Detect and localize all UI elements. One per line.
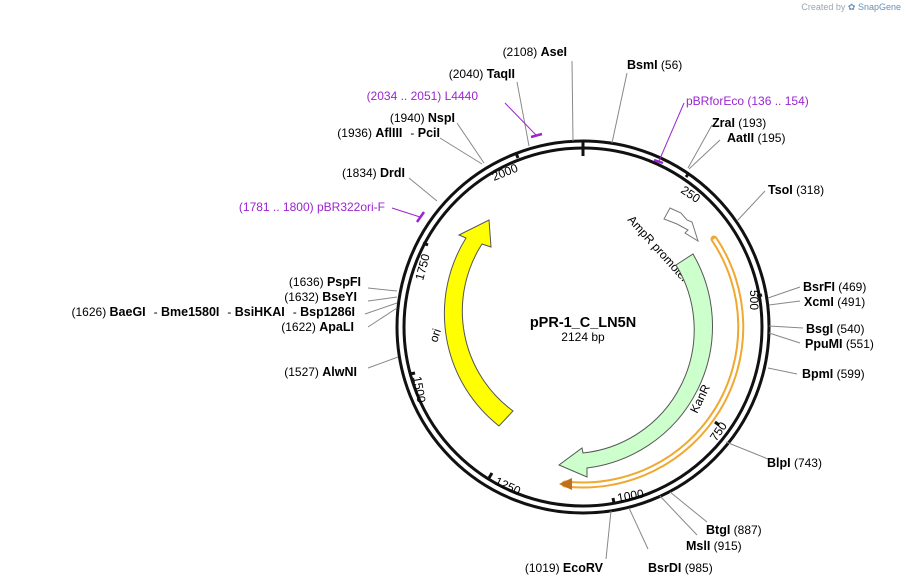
kanr-orf-inner — [564, 238, 743, 487]
site-label-taqii[interactable]: (2040) TaqII — [449, 67, 515, 81]
brand-prefix: Created by — [801, 2, 846, 12]
site-label-bsrfi[interactable]: BsrFI (469) — [803, 280, 866, 294]
brand-name: SnapGene — [857, 2, 901, 12]
tick-mark-1500: 1500 — [409, 371, 429, 404]
primer-leader-lines — [391, 102, 685, 218]
tick-label-1000: 1000 — [616, 486, 645, 504]
site-label-msli[interactable]: MslI (915) — [686, 539, 742, 553]
site-label-bsgi[interactable]: BsgI (540) — [806, 322, 864, 336]
site-label-xcmi[interactable]: XcmI (491) — [804, 295, 865, 309]
snapgene-brand: Created by ✿ SnapGene — [801, 2, 901, 13]
ori-arrow[interactable] — [443, 219, 514, 427]
site-label-drdi[interactable]: (1834) DrdI — [342, 166, 405, 180]
primer-mark-pbrforeco — [653, 158, 664, 165]
site-leader-lines — [364, 60, 804, 560]
site-label-zrai[interactable]: ZraI (193) — [712, 116, 766, 130]
tick-mark-1250: 1250 — [487, 472, 523, 498]
site-label-blpi[interactable]: BlpI (743) — [767, 456, 822, 470]
ori-label: ori — [427, 327, 444, 344]
kanr-arrow[interactable] — [558, 253, 713, 478]
site-label-aatii[interactable]: AatII (195) — [727, 131, 785, 145]
tick-label-250: 250 — [678, 183, 703, 206]
snapgene-logo-icon: ✿ — [847, 2, 856, 12]
tick-mark-500: 500 — [747, 290, 763, 310]
site-label-pspfi[interactable]: (1636) PspFI — [289, 275, 361, 289]
site-label-tsoi[interactable]: TsoI (318) — [768, 183, 824, 197]
site-label-bpmi[interactable]: BpmI (599) — [802, 367, 865, 381]
site-label-asei[interactable]: (2108) AseI — [503, 45, 567, 59]
plasmid-name: pPR-1_C_LN5N — [530, 315, 636, 331]
site-label-baegi-group[interactable]: (1626) BaeGI- Bme1580I- BsiHKAI- Bsp1286… — [72, 305, 356, 319]
tick-mark-1000: 1000 — [611, 486, 645, 505]
tick-label-1750: 1750 — [412, 252, 433, 282]
site-label-bsrdi[interactable]: BsrDI (985) — [648, 561, 713, 575]
site-label-bsmi[interactable]: BsmI (56) — [627, 58, 682, 72]
site-label-alwni[interactable]: (1527) AlwNI — [284, 365, 357, 379]
site-label-nspi[interactable]: (1940) NspI — [390, 111, 455, 125]
ampr-promoter-arrow[interactable] — [663, 207, 699, 243]
primer-label-pbr322ori-f[interactable]: (1781 .. 1800) pBR322ori-F — [239, 200, 385, 214]
primer-label-l4440[interactable]: (2034 .. 2051) L4440 — [367, 89, 479, 103]
site-label-apali[interactable]: (1622) ApaLI — [281, 320, 354, 334]
tick-label-1500: 1500 — [410, 375, 428, 404]
site-label-ecorv[interactable]: (1019) EcoRV — [525, 561, 604, 575]
site-label-afliii-pcii[interactable]: (1936) AflIII- PciI — [337, 126, 440, 140]
primer-label-pbrforeco[interactable]: pBRforEco (136 .. 154) — [686, 94, 809, 108]
primer-mark-pbr322ori-f — [415, 211, 426, 223]
primer-mark-l4440 — [530, 132, 543, 139]
kanr-orf-arrowhead — [559, 478, 572, 490]
plasmid-size: 2124 bp — [561, 330, 605, 344]
site-label-btgi[interactable]: BtgI (887) — [706, 523, 762, 537]
tick-label-500: 500 — [747, 290, 761, 310]
tick-mark-1750: 1750 — [412, 241, 433, 282]
site-label-ppumi[interactable]: PpuMI (551) — [805, 337, 874, 351]
site-label-bseyi[interactable]: (1632) BseYI — [284, 290, 357, 304]
